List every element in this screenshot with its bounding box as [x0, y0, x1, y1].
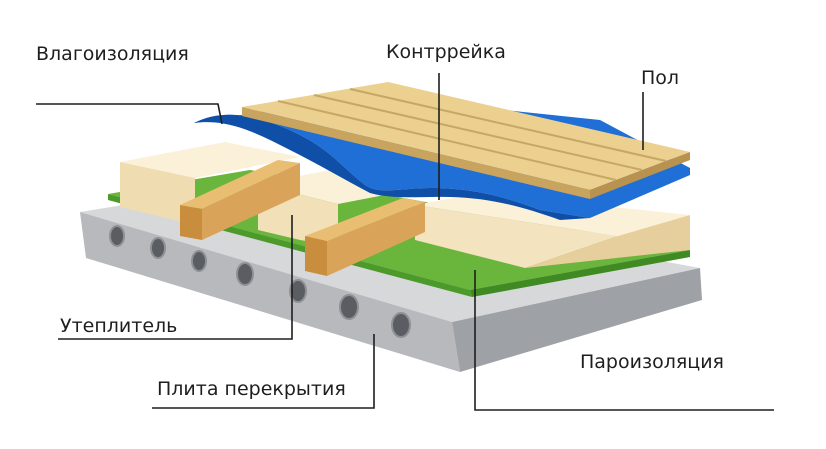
label-vapor-barrier: Пароизоляция	[580, 351, 724, 373]
slab-hollow-cores	[109, 225, 411, 338]
slab-leader	[152, 334, 375, 409]
floor-side-face	[590, 152, 690, 199]
floor-front-face	[242, 107, 590, 199]
waterproofing-leader	[36, 103, 223, 125]
insulation-leader	[58, 215, 293, 340]
label-floor-slab: Плита перекрытия	[157, 378, 346, 400]
slab-front-face	[80, 212, 460, 372]
leader-lines	[36, 73, 774, 411]
slab-side-face	[452, 268, 702, 372]
floor-boards	[242, 82, 690, 199]
label-counter-batten: Контррейка	[386, 41, 506, 63]
label-waterproofing: Влагоизоляция	[36, 43, 189, 65]
floor-top-face	[242, 82, 690, 190]
joists	[180, 160, 425, 276]
label-floor: Пол	[641, 67, 680, 89]
label-insulation: Утеплитель	[60, 315, 178, 337]
vapor-barrier-leader	[474, 270, 774, 411]
